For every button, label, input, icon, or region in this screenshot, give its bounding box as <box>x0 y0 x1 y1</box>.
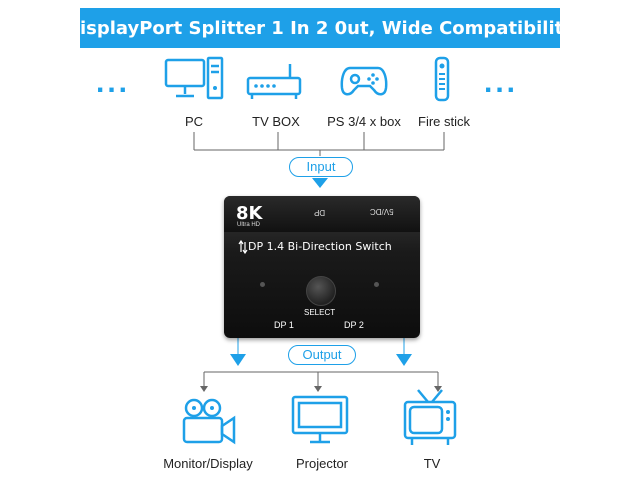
banner-title: DisplayPort Splitter 1 In 2 0ut, Wide Co… <box>65 17 575 39</box>
pc-icon <box>164 56 224 100</box>
output-label-tv: TV <box>423 456 441 471</box>
remote-icon <box>434 56 450 102</box>
device-dp2-label: DP 2 <box>344 320 364 330</box>
input-arrow-icon <box>312 178 328 188</box>
output-arrow-left-icon <box>230 354 246 366</box>
input-pill: Input <box>289 157 353 177</box>
output-pill: Output <box>288 345 356 365</box>
gamepad-icon <box>340 66 388 96</box>
more-right-ellipsis: ... <box>484 66 519 99</box>
output-pill-label: Output <box>302 347 342 362</box>
select-button[interactable] <box>306 276 336 306</box>
device-dp-port-label: DP <box>314 208 326 217</box>
output-arrow-right-icon <box>396 354 412 366</box>
router-icon <box>246 64 302 99</box>
input-label-fire-stick: Fire stick <box>418 114 470 129</box>
output-label-projector: Projector <box>295 456 349 471</box>
device-title: DP 1.4 Bi-Direction Switch <box>248 240 392 253</box>
device-led-dp1-icon <box>260 282 265 287</box>
displayport-switch-device: 8K Ultra HD DP 5V/DC DP 1.4 Bi-Direction… <box>224 196 420 338</box>
output-label-monitor: Monitor/Display <box>163 456 253 471</box>
input-label-console: PS 3/4 x box <box>327 114 401 129</box>
device-power-port-label: 5V/DC <box>370 207 394 216</box>
input-label-pc: PC <box>184 114 204 129</box>
projector-icon <box>291 395 349 444</box>
camera-icon <box>182 398 236 445</box>
device-top-panel <box>224 196 420 232</box>
device-dp1-label: DP 1 <box>274 320 294 330</box>
device-ultra-hd-label: Ultra HD <box>237 222 261 228</box>
page-title-banner: DisplayPort Splitter 1 In 2 0ut, Wide Co… <box>65 8 575 48</box>
tv-icon <box>403 389 457 445</box>
device-led-dp2-icon <box>374 282 379 287</box>
bidirection-arrows-icon <box>238 240 248 254</box>
input-pill-label: Input <box>306 159 336 174</box>
input-label-tv-box: TV BOX <box>252 114 300 129</box>
device-select-label: SELECT <box>304 308 336 317</box>
more-left-ellipsis: ... <box>96 66 131 99</box>
device-8k-badge: 8K <box>236 203 263 224</box>
